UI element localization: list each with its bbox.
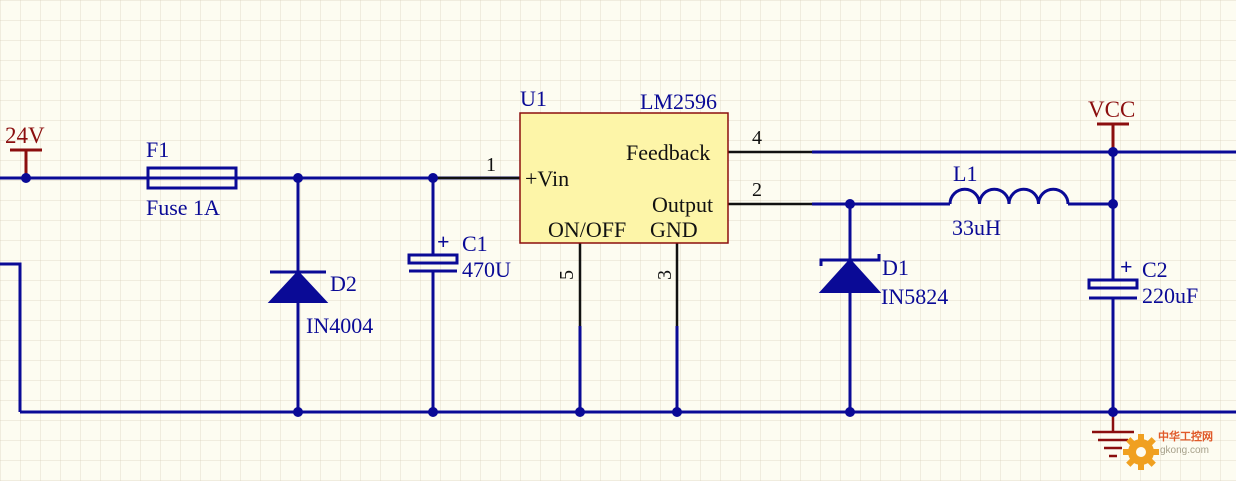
d1-ref-label: D1 bbox=[882, 255, 909, 280]
u1-pin-vin-label: +Vin bbox=[525, 166, 570, 191]
wire-left-return bbox=[0, 262, 22, 412]
junction-dot bbox=[428, 173, 438, 183]
power-label-24v: 24V bbox=[5, 123, 45, 148]
d2-ref-label: D2 bbox=[330, 271, 357, 296]
junction-dot bbox=[1108, 147, 1118, 157]
u1-pin2-number: 2 bbox=[752, 179, 762, 201]
diode-d1-cathode-bar bbox=[819, 254, 881, 266]
gear-icon bbox=[1123, 434, 1159, 470]
inductor-l1-symbol[interactable] bbox=[948, 187, 1070, 205]
u1-pin-output-label: Output bbox=[652, 192, 714, 217]
c2-value-label: 220uF bbox=[1142, 283, 1199, 308]
l1-ref-label: L1 bbox=[953, 161, 978, 186]
junction-dot bbox=[845, 199, 855, 209]
junction-dot bbox=[21, 173, 31, 183]
watermark-domain: gkong.com bbox=[1160, 445, 1209, 456]
u1-part-label: LM2596 bbox=[640, 89, 717, 114]
cap-c1-plate-top[interactable] bbox=[407, 253, 459, 265]
watermark-text: 中华工控网 bbox=[1158, 431, 1213, 443]
l1-value-label: 33uH bbox=[952, 215, 1001, 240]
c2-polarity-mark: + bbox=[1120, 254, 1133, 279]
power-label-vcc: VCC bbox=[1088, 97, 1136, 122]
u1-pin5-number: 5 bbox=[556, 270, 578, 280]
u1-pin4-number: 4 bbox=[752, 127, 762, 149]
c2-ref-label: C2 bbox=[1142, 257, 1168, 282]
junction-dot bbox=[1108, 407, 1118, 417]
junction-dot bbox=[428, 407, 438, 417]
d2-value-label: IN4004 bbox=[306, 313, 374, 338]
diode-d2-symbol[interactable] bbox=[267, 270, 329, 303]
cap-c2-plate-top[interactable] bbox=[1087, 278, 1139, 290]
c1-value-label: 470U bbox=[462, 257, 511, 282]
junction-dot bbox=[845, 407, 855, 417]
junction-dot bbox=[575, 407, 585, 417]
u1-pin3-number: 3 bbox=[654, 270, 676, 280]
d1-value-label: IN5824 bbox=[881, 284, 949, 309]
u1-pin-onoff-label: ON/OFF bbox=[548, 217, 627, 242]
u1-pin-feedback-label: Feedback bbox=[626, 140, 711, 165]
c1-ref-label: C1 bbox=[462, 231, 488, 256]
junction-dot bbox=[293, 173, 303, 183]
u1-pin-gnd-label: GND bbox=[650, 217, 698, 242]
fuse-ref-label: F1 bbox=[146, 137, 170, 162]
u1-pin1-number: 1 bbox=[486, 154, 496, 176]
ground-symbol bbox=[1092, 412, 1134, 458]
junction-dot bbox=[1108, 199, 1118, 209]
junction-dot bbox=[293, 407, 303, 417]
diode-d1-symbol[interactable] bbox=[818, 258, 882, 293]
c1-polarity-mark: + bbox=[437, 229, 450, 254]
u1-ref-label: U1 bbox=[520, 86, 547, 111]
junction-dot bbox=[672, 407, 682, 417]
u1-body[interactable] bbox=[519, 112, 729, 244]
junction-dots bbox=[21, 147, 1118, 417]
fuse-value-label: Fuse 1A bbox=[146, 195, 220, 220]
